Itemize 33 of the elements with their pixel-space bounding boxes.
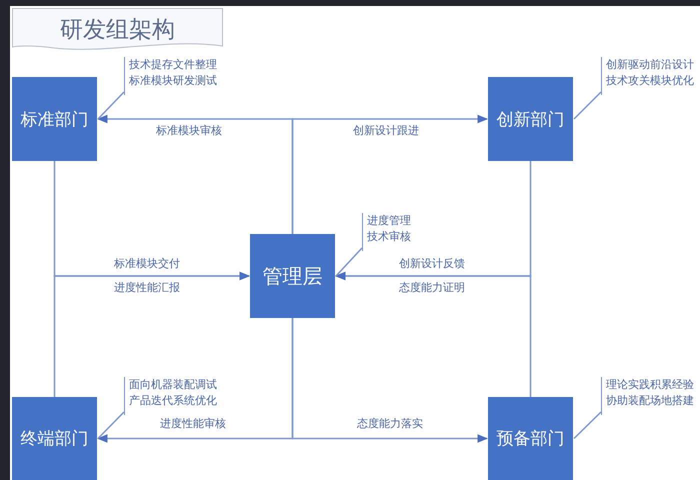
edge-label: 标准模块审核	[156, 124, 222, 138]
connector-arrow	[292, 318, 488, 443]
note-line: 协助装配场地搭建	[606, 393, 695, 409]
connector-arrow	[54, 272, 250, 397]
department-box: 创新部门	[488, 77, 573, 161]
leader-line	[335, 247, 363, 277]
note-line: 理论实践积累经验	[606, 377, 695, 393]
edge-label: 态度能力证明	[399, 281, 465, 295]
edge-label: 标准模块交付	[114, 257, 180, 271]
note-line: 技术审核	[367, 229, 412, 245]
leader-line	[97, 411, 125, 440]
connector-arrow	[292, 114, 488, 234]
department-box: 预备部门	[488, 397, 573, 480]
edge-label: 创新设计跟进	[353, 124, 419, 138]
connector-arrow	[334, 272, 532, 397]
note-line: 产品迭代系统优化	[129, 393, 218, 409]
note-line: 创新驱动前沿设计	[606, 57, 695, 73]
management-box: 管理层	[250, 234, 335, 318]
note-line: 技术攻关模块优化	[606, 73, 695, 89]
leader-line	[97, 91, 125, 120]
department-box: 终端部门	[12, 397, 97, 480]
note-line: 标准模块研发测试	[129, 73, 218, 89]
department-box: 标准部门	[12, 77, 97, 161]
leader-line	[573, 91, 602, 120]
edge-label: 态度能力落实	[357, 417, 423, 431]
title-banner: 研发组架构	[12, 8, 223, 52]
edge-label: 创新设计反馈	[399, 257, 465, 271]
note-line: 面向机器装配调试	[129, 377, 218, 393]
note-line: 技术提存文件整理	[129, 57, 218, 73]
leader-line	[573, 411, 602, 440]
note-line: 进度管理	[367, 213, 412, 229]
edge-label: 进度性能审核	[160, 417, 226, 431]
edge-label: 进度性能汇报	[114, 281, 180, 295]
